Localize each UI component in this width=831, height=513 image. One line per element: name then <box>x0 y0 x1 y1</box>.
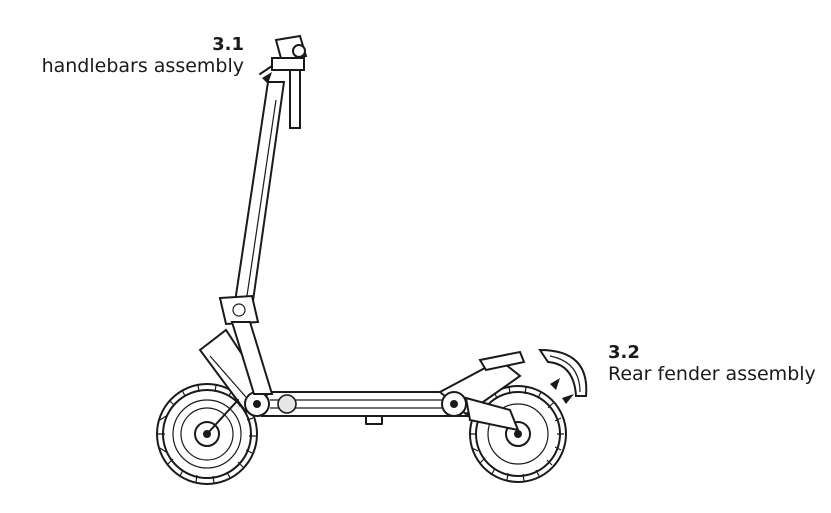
callout-rear-fender: 3.2 Rear fender assembly <box>608 342 816 386</box>
stem <box>218 81 286 395</box>
callout-number: 3.2 <box>608 342 640 363</box>
callout-number: 3.1 <box>212 34 244 55</box>
handlebar-arrow <box>262 72 272 84</box>
callout-name: handlebars assembly <box>41 55 244 77</box>
rear-suspension <box>438 350 526 432</box>
deck <box>261 391 469 425</box>
callout-handlebars: 3.1 handlebars assembly <box>41 34 244 78</box>
handlebars <box>259 34 308 129</box>
callout-name: Rear fender assembly <box>608 363 816 385</box>
rear-fender <box>538 348 588 404</box>
